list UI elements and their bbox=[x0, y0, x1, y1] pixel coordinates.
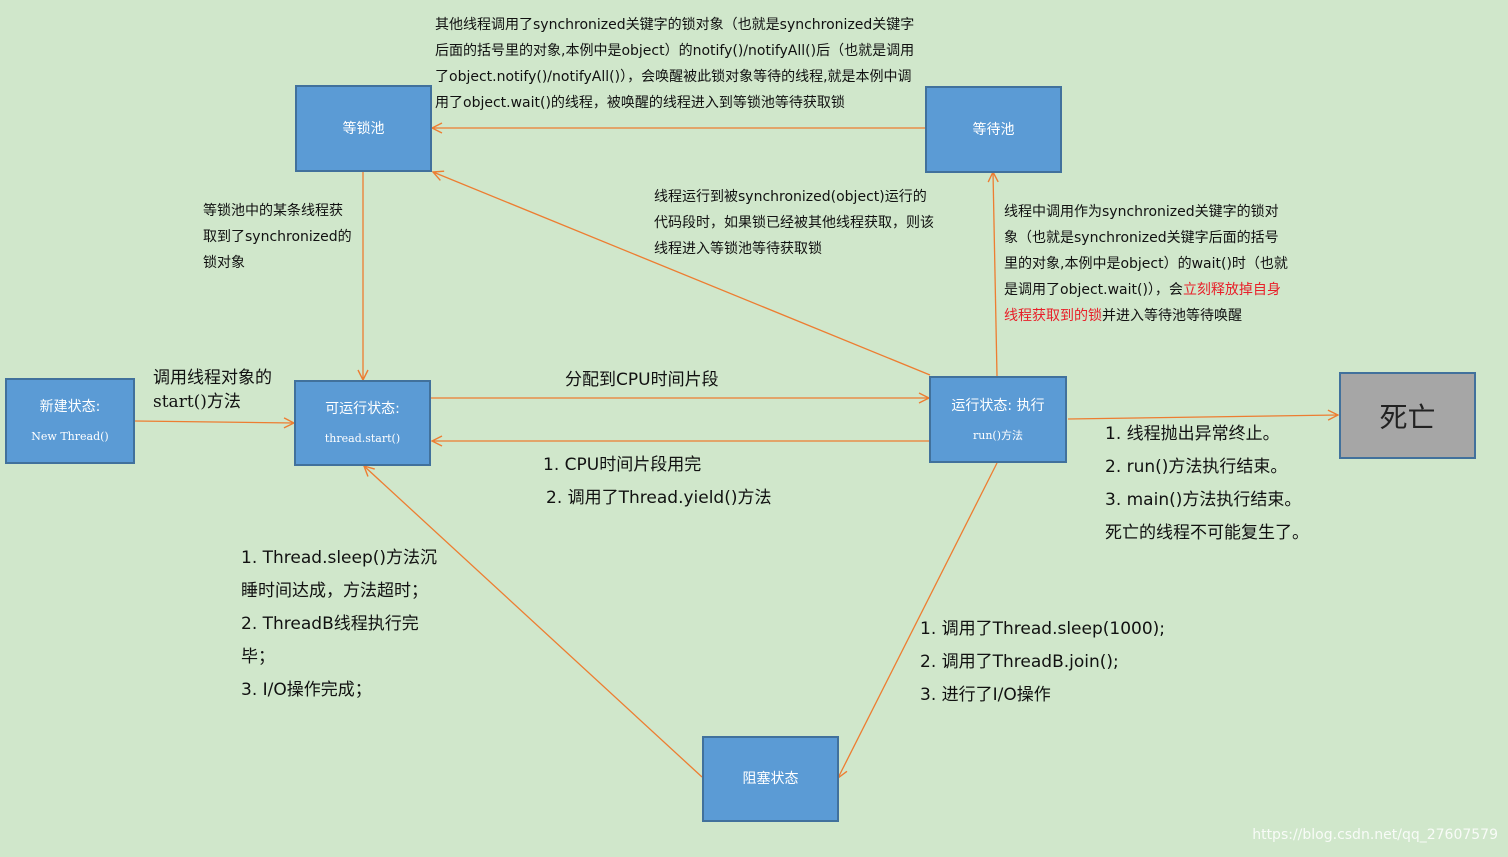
label-death-causes-line: 3. main()方法执行结束。 bbox=[1105, 490, 1302, 510]
arrow-running-to-blocked bbox=[838, 462, 998, 778]
state-new-title: 新建状态: bbox=[39, 399, 101, 415]
label-notify: 其他线程调用了synchronized关键字的锁对象（也就是synchroniz… bbox=[435, 12, 914, 116]
label-wait-text: 是调用了object.wait()），会 bbox=[1004, 282, 1183, 298]
label-start-line: start()方法 bbox=[153, 392, 241, 412]
state-runnable: 可运行状态: thread.start() bbox=[294, 380, 431, 466]
arrow-blocked-to-runnable bbox=[364, 466, 703, 778]
label-notify-line: 了object.notify()/notifyAll()），会唤醒被此锁对象等待… bbox=[435, 69, 912, 85]
label-wait-highlight: 线程获取到的锁 bbox=[1004, 308, 1102, 324]
label-lock-acquired-line: 取到了synchronized的 bbox=[203, 229, 352, 245]
state-blocked: 阻塞状态 bbox=[702, 736, 839, 822]
label-enter-lock-pool-line: 代码段时，如果锁已经被其他线程获取，则该 bbox=[654, 215, 934, 231]
label-unblock-line: 2. ThreadB线程执行完 bbox=[241, 614, 419, 634]
label-unblock-line: 1. Thread.sleep()方法沉 bbox=[241, 548, 438, 568]
label-lock-acquired-line: 锁对象 bbox=[203, 255, 245, 271]
label-cpu-slice: 分配到CPU时间片段 bbox=[565, 370, 719, 390]
state-runnable-title: 可运行状态: bbox=[325, 401, 400, 417]
label-unblock-line: 3. I/O操作完成； bbox=[241, 680, 372, 700]
label-wait-highlight: 立刻释放掉自身 bbox=[1182, 282, 1281, 298]
label-lock-acquired-line: 等锁池中的某条线程获 bbox=[203, 203, 343, 219]
state-runnable-sub: thread.start() bbox=[324, 432, 401, 445]
watermark: https://blog.csdn.net/qq_27607579 bbox=[1252, 827, 1498, 843]
label-wait-line: 线程中调用作为synchronized关键字的锁对 bbox=[1004, 204, 1279, 220]
label-yield: 1. CPU时间片段用完 2. 调用了Thread.yield()方法 bbox=[543, 449, 772, 515]
label-unblock: 1. Thread.sleep()方法沉 睡时间达成，方法超时； 2. Thre… bbox=[241, 542, 437, 707]
label-enter-lock-pool-line: 线程进入等锁池等待获取锁 bbox=[654, 241, 822, 257]
label-unblock-line: 睡时间达成，方法超时； bbox=[241, 581, 428, 601]
arrow-running-to-lockpool bbox=[433, 172, 931, 376]
state-dead-title: 死亡 bbox=[1379, 400, 1436, 434]
arrow-running-to-dead bbox=[1067, 415, 1338, 419]
label-yield-line: 2. 调用了Thread.yield()方法 bbox=[546, 488, 772, 508]
arrow-running-to-waitpool bbox=[993, 172, 997, 377]
label-block-line: 3. 进行了I/O操作 bbox=[920, 685, 1051, 705]
label-death-causes-line: 1. 线程抛出异常终止。 bbox=[1105, 424, 1280, 444]
state-dead: 死亡 bbox=[1339, 372, 1476, 459]
state-wait-pool: 等待池 bbox=[925, 86, 1062, 173]
label-block: 1. 调用了Thread.sleep(1000); 2. 调用了ThreadB.… bbox=[920, 613, 1165, 712]
label-wait-line: 象（也就是synchronized关键字后面的括号 bbox=[1004, 230, 1279, 246]
state-running-title: 运行状态: 执行 bbox=[951, 397, 1045, 414]
state-running: 运行状态: 执行 run()方法 bbox=[929, 376, 1067, 463]
label-enter-lock-pool: 线程运行到被synchronized(object)运行的 代码段时，如果锁已经… bbox=[654, 184, 934, 262]
state-new: 新建状态: New Thread() bbox=[5, 378, 135, 464]
label-start: 调用线程对象的 start()方法 bbox=[153, 366, 272, 414]
label-notify-line: 用了object.wait()的线程，被唤醒的线程进入到等锁池等待获取锁 bbox=[435, 95, 845, 111]
label-block-line: 2. 调用了ThreadB.join(); bbox=[920, 652, 1119, 672]
label-enter-lock-pool-line: 线程运行到被synchronized(object)运行的 bbox=[654, 189, 927, 205]
label-wait-line: 里的对象,本例中是object）的wait()时（也就 bbox=[1004, 256, 1288, 272]
label-death-causes: 1. 线程抛出异常终止。 2. run()方法执行结束。 3. main()方法… bbox=[1105, 418, 1309, 550]
label-notify-line: 其他线程调用了synchronized关键字的锁对象（也就是synchroniz… bbox=[435, 17, 915, 33]
state-lock-pool: 等锁池 bbox=[295, 85, 432, 172]
label-death-causes-line: 死亡的线程不可能复生了。 bbox=[1105, 523, 1309, 543]
state-new-sub: New Thread() bbox=[31, 430, 109, 443]
label-wait: 线程中调用作为synchronized关键字的锁对 象（也就是synchroni… bbox=[1004, 199, 1288, 329]
label-block-line: 1. 调用了Thread.sleep(1000); bbox=[920, 619, 1166, 639]
label-wait-line: 线程获取到的锁并进入等待池等待唤醒 bbox=[1004, 303, 1288, 329]
label-start-line: 调用线程对象的 bbox=[153, 368, 272, 388]
label-yield-line: 1. CPU时间片段用完 bbox=[543, 455, 702, 475]
state-running-sub: run()方法 bbox=[972, 428, 1023, 442]
label-unblock-line: 毕； bbox=[241, 647, 275, 667]
label-lock-acquired: 等锁池中的某条线程获 取到了synchronized的 锁对象 bbox=[203, 198, 352, 276]
label-notify-line: 后面的括号里的对象,本例中是object）的notify()/notifyAll… bbox=[435, 43, 915, 59]
state-wait-pool-title: 等待池 bbox=[972, 121, 1015, 138]
label-wait-text: 并进入等待池等待唤醒 bbox=[1102, 308, 1242, 324]
state-blocked-title: 阻塞状态 bbox=[742, 771, 799, 787]
arrow-new-to-runnable bbox=[134, 421, 294, 423]
label-death-causes-line: 2. run()方法执行结束。 bbox=[1105, 457, 1288, 477]
state-lock-pool-title: 等锁池 bbox=[342, 120, 385, 137]
label-wait-line: 是调用了object.wait()），会立刻释放掉自身 bbox=[1004, 277, 1288, 303]
